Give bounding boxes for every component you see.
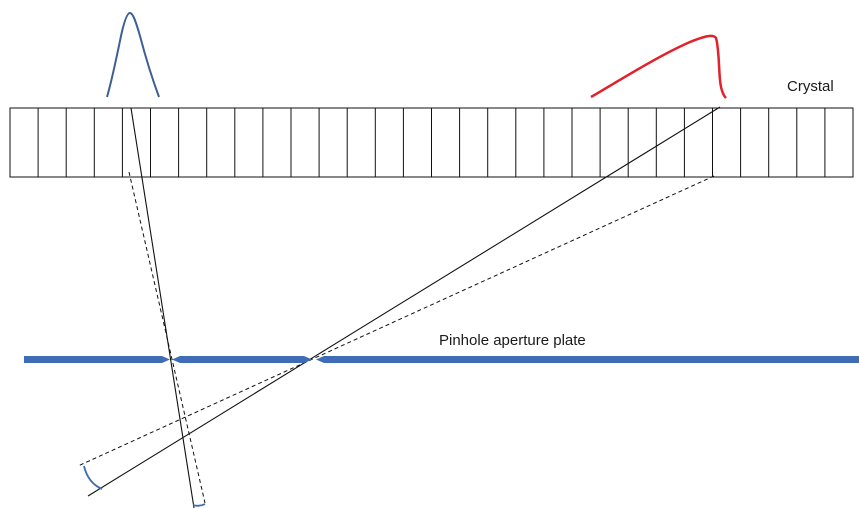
steep-dashed-ray xyxy=(128,171,206,504)
plate-segment-middle xyxy=(172,356,312,363)
left-intensity-profile xyxy=(106,11,160,98)
pinhole-aperture-plate xyxy=(24,356,859,363)
crystal-label: Crystal xyxy=(787,78,834,95)
right-intensity-profile xyxy=(590,34,727,99)
crystal-detector-array xyxy=(9,107,854,178)
right-angle-arc xyxy=(192,503,206,507)
oblique-dashed-ray xyxy=(77,175,715,467)
plate-segment-right xyxy=(316,356,859,363)
plate-segment-left xyxy=(24,356,170,363)
left-angle-arc xyxy=(83,465,103,490)
steep-solid-ray xyxy=(130,107,195,509)
oblique-solid-ray xyxy=(87,106,721,497)
pinhole-plate-label: Pinhole aperture plate xyxy=(439,332,586,349)
